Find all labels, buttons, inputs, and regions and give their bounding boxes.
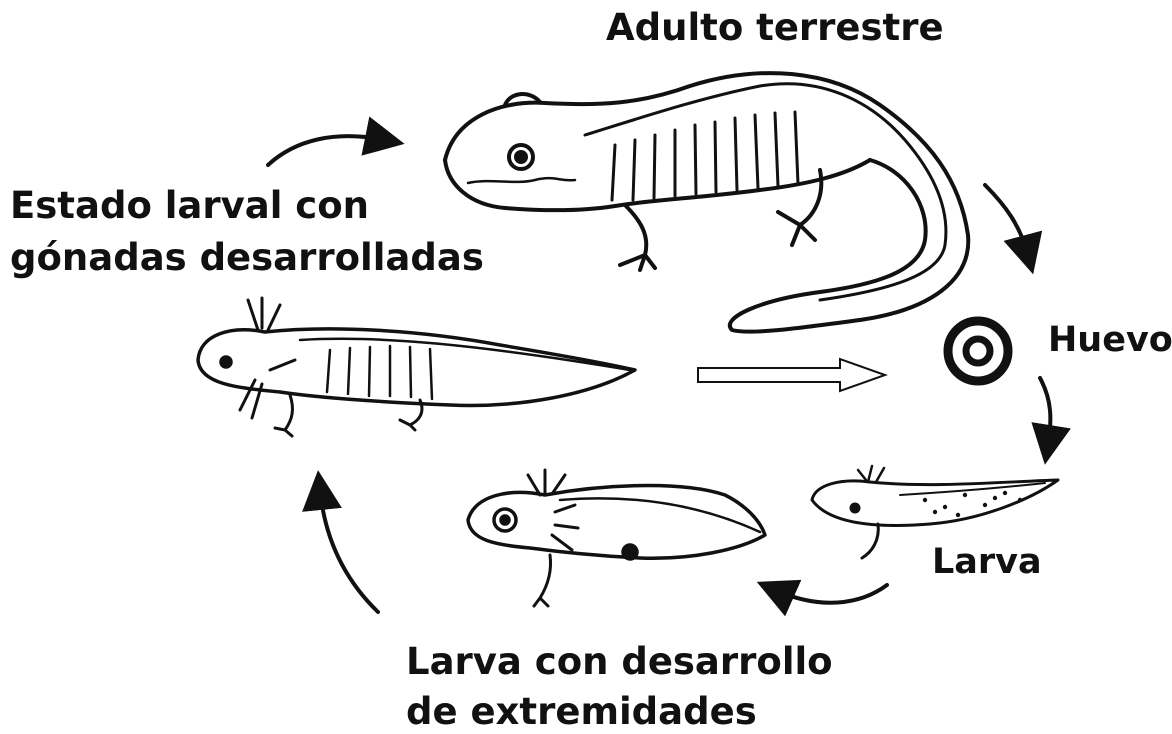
limb-larva-drawing bbox=[468, 470, 765, 606]
limb-larva-label-line1: Larva con desarrollo bbox=[406, 640, 833, 684]
larval-state-label-line1: Estado larval con bbox=[10, 184, 369, 228]
arrow-egg-to-larva bbox=[1040, 378, 1050, 445]
larval-state-label-line2: gónadas desarrolladas bbox=[10, 236, 484, 280]
adult-salamander-drawing bbox=[445, 73, 968, 332]
arrow-limb-larva-to-gonad-larva bbox=[320, 490, 378, 612]
arrow-adult-to-egg bbox=[985, 185, 1028, 255]
hollow-arrow bbox=[698, 359, 885, 391]
larva-label: Larva bbox=[932, 540, 1042, 584]
arrow-gonad-larva-to-adult bbox=[268, 136, 385, 165]
egg-label: Huevo bbox=[1048, 318, 1172, 362]
arrow-larva-to-limb-larva bbox=[775, 585, 887, 603]
limb-larva-label-line2: de extremidades bbox=[406, 690, 757, 734]
adult-label: Adulto terrestre bbox=[606, 6, 944, 50]
gonad-larva-drawing bbox=[198, 298, 635, 436]
egg-drawing bbox=[948, 321, 1008, 381]
